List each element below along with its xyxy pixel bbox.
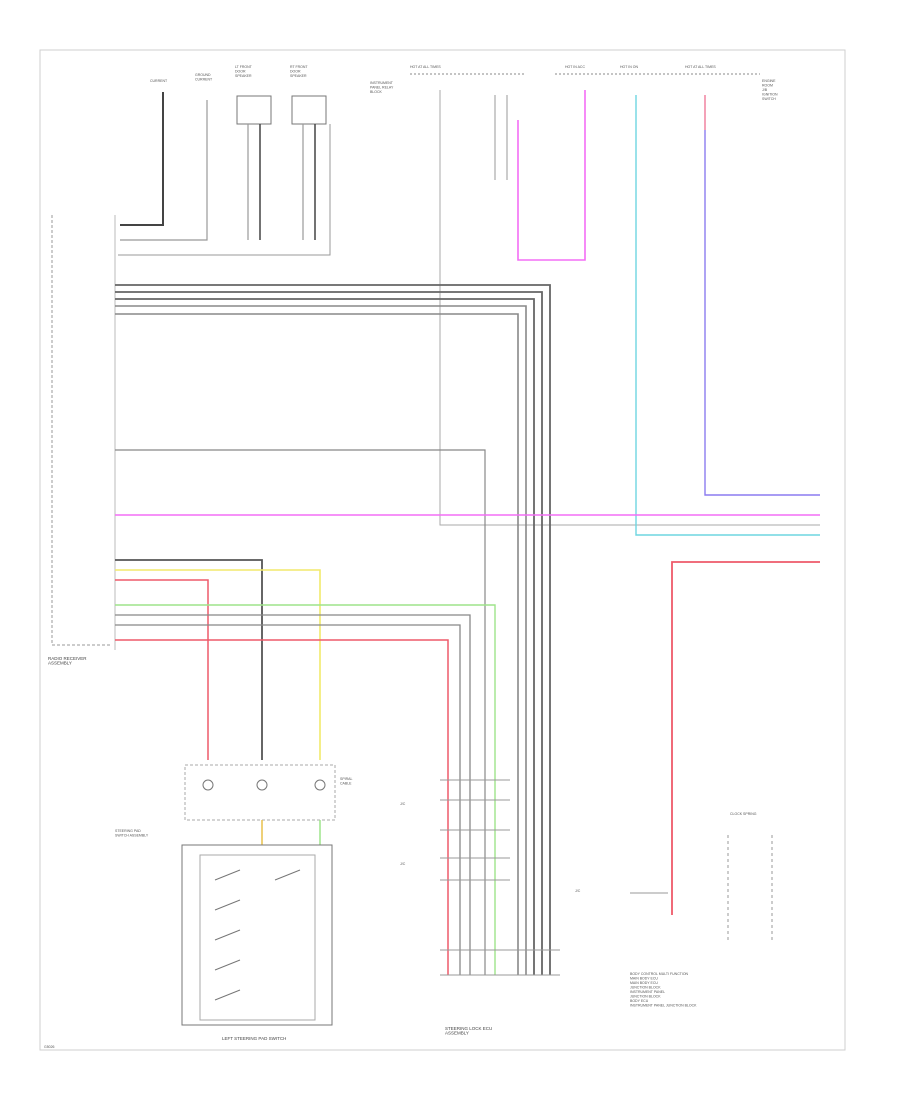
label-hot-all-times: HOT AT ALL TIMES xyxy=(410,65,441,69)
label-hot-acc: HOT IN ACC xyxy=(565,65,585,69)
label-clock-spring: CLOCK SPRING xyxy=(730,812,757,816)
diagram-border xyxy=(39,49,846,1051)
footer-code: G5026 xyxy=(44,1045,55,1049)
lt-front-speaker-box xyxy=(236,95,272,125)
label-jc-2: J/C xyxy=(400,862,406,866)
label-left-steering-pad: LEFT STEERING PAD SWITCH xyxy=(222,1036,286,1041)
label-current: CURRENT xyxy=(150,79,168,83)
rt-front-speaker-box xyxy=(291,95,327,125)
label-jc-1: J/C xyxy=(400,802,406,806)
label-hot-all-times-2: HOT AT ALL TIMES xyxy=(685,65,716,69)
label-jc-3: J/C xyxy=(575,889,581,893)
label-hot-on: HOT IN ON xyxy=(620,65,638,69)
right-lower-block: CLOCK SPRING J/C BODY CONTROL MULTI FUNC… xyxy=(575,812,773,1008)
